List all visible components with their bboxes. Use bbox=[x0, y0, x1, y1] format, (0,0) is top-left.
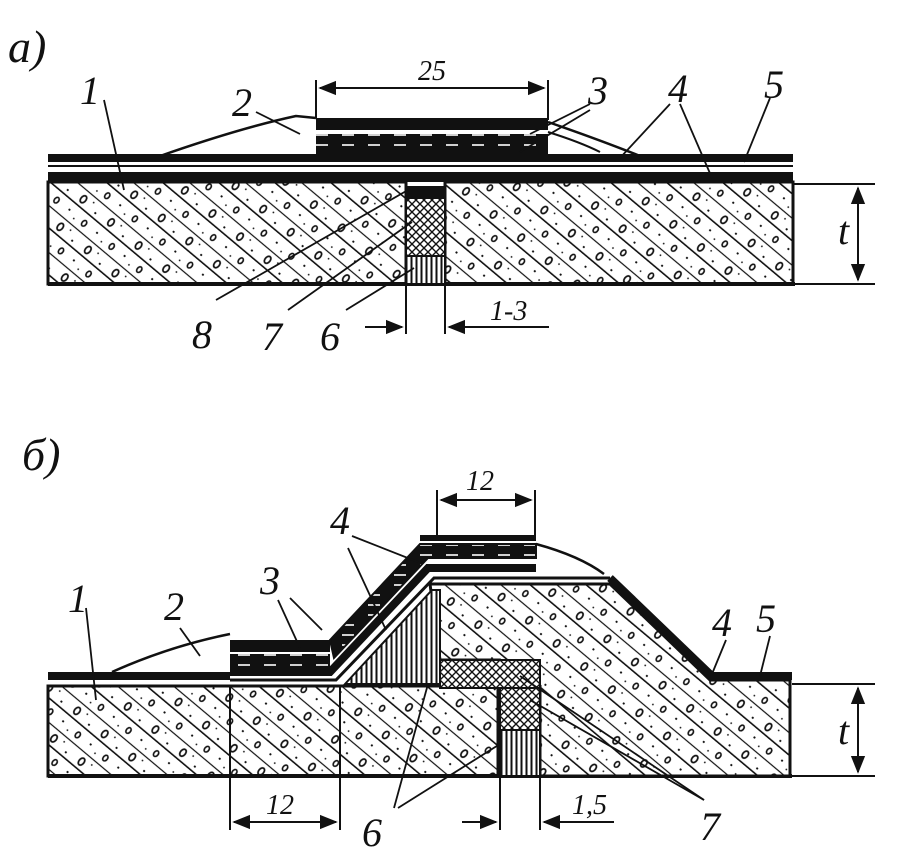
panel-a-leaders bbox=[103, 97, 771, 311]
panel-a-thickness-dim: t bbox=[793, 183, 875, 285]
panel-a-membrane bbox=[48, 114, 793, 182]
panel-b-ramp bbox=[342, 589, 441, 685]
panel-b-title: б) bbox=[22, 429, 60, 480]
panel-a-callout-4: 4 bbox=[668, 66, 688, 111]
panel-b-callout-6: 6 bbox=[362, 810, 382, 855]
panel-b-gap-dim: 1,5 bbox=[462, 776, 614, 830]
panel-a-joint bbox=[405, 186, 446, 285]
panel-b-callout-5: 5 bbox=[756, 596, 776, 641]
panel-a-callout-1: 1 bbox=[80, 68, 100, 113]
panel-b-callout-3: 3 bbox=[259, 558, 280, 603]
panel-b-thickness-label: t bbox=[838, 708, 850, 753]
panel-a: а) t bbox=[8, 21, 875, 359]
panel-b-top-dim-label: 12 bbox=[466, 466, 494, 497]
panel-a-thickness-label: t bbox=[838, 208, 850, 253]
panel-b-callout-4b: 4 bbox=[712, 600, 732, 645]
panel-b-leaders bbox=[85, 535, 771, 809]
panel-a-top-dim-label: 25 bbox=[418, 56, 446, 87]
panel-a-callout-3: 3 bbox=[587, 68, 608, 113]
panel-b-bottom-dim-label: 12 bbox=[266, 790, 294, 821]
panel-b-callout-4a: 4 bbox=[330, 498, 350, 543]
panel-b-callout-2: 2 bbox=[164, 584, 184, 629]
panel-a-callout-2: 2 bbox=[232, 80, 252, 125]
panel-b-top-dim: 12 bbox=[436, 466, 536, 538]
panel-b: б) bbox=[22, 429, 875, 855]
panel-a-gap-dim-label: 1-3 bbox=[490, 296, 527, 327]
panel-b-thickness-dim: t bbox=[792, 683, 875, 777]
panel-b-joint bbox=[439, 659, 541, 777]
panel-a-gap-dim: 1-3 bbox=[365, 284, 549, 335]
panel-a-callout-8: 8 bbox=[192, 312, 212, 357]
panel-a-callout-5: 5 bbox=[764, 62, 784, 107]
panel-b-gap-dim-label: 1,5 bbox=[572, 790, 607, 821]
panel-a-callout-6: 6 bbox=[320, 314, 340, 359]
panel-b-callout-7: 7 bbox=[700, 804, 722, 849]
panel-a-title: а) bbox=[8, 21, 46, 72]
panel-a-slabs bbox=[46, 180, 795, 286]
panel-a-callout-7: 7 bbox=[262, 314, 284, 359]
panel-a-top-dim: 25 bbox=[315, 56, 549, 120]
panel-b-bottom-dim: 12 bbox=[229, 776, 341, 830]
panel-b-callout-1: 1 bbox=[68, 576, 88, 621]
